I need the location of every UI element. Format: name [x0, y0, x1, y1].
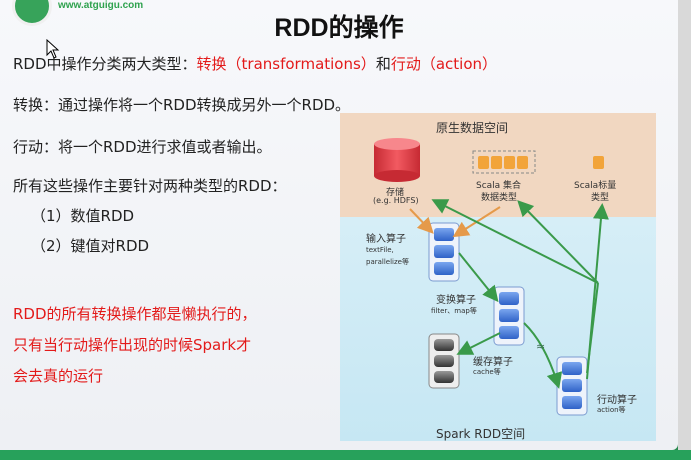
- action-op-box: [556, 356, 588, 416]
- arrow-to-storage: [431, 199, 599, 284]
- action-op-sub: action等: [597, 406, 626, 414]
- transform-op-label: 变换算子: [436, 295, 476, 306]
- line-transform-def: 转换：通过操作将一个RDD转换成另外一个RDD。: [13, 96, 351, 114]
- storage-sub: (e.g. HDFS): [373, 196, 419, 205]
- storage-db-icon: [374, 138, 420, 182]
- line1-prefix: RDD中操作分类两大类型：: [13, 55, 197, 73]
- arrow-storage-to-input: [409, 208, 434, 234]
- action-op-label: 行动算子: [597, 395, 637, 406]
- logo: [0, 0, 52, 26]
- arrow-transform-to-action: [523, 322, 563, 389]
- slide-title: RDD的操作: [274, 14, 404, 42]
- arrow-action-branch: [586, 282, 599, 374]
- transform-op-sub: filter、map等: [431, 307, 477, 315]
- cache-op-sub: cache等: [473, 368, 501, 376]
- note-lazy-3: 会去真的运行: [13, 367, 104, 385]
- slide: www.atguigu.com RDD的操作 RDD中操作分类两大类型：转换（t…: [0, 0, 678, 450]
- spark-space-title: Spark RDD空间: [436, 427, 526, 441]
- input-op-label: 输入算子: [366, 234, 406, 245]
- note-lazy-2: 只有当行动操作出现的时候Spark才: [13, 336, 252, 354]
- slide-right-edge: [678, 0, 691, 460]
- line-rdd-types: 所有这些操作主要针对两种类型的RDD：: [13, 177, 287, 195]
- line-operation-types: RDD中操作分类两大类型：转换（transformations）和行动（acti…: [13, 53, 497, 74]
- note-lazy-1: RDD的所有转换操作都是懒执行的，: [13, 305, 257, 323]
- scala-collection-icon: [472, 150, 536, 174]
- rdd-operation-diagram: 原生数据空间: [340, 113, 656, 441]
- arrow-to-collection: [517, 200, 599, 284]
- scala-set-sub: 数据类型: [481, 193, 518, 203]
- line1-action: 行动（action）: [390, 55, 498, 73]
- mouse-cursor-icon: [46, 39, 60, 59]
- approx-symbol: ≈: [536, 340, 546, 353]
- storage-label: 存储: [386, 188, 405, 198]
- arrow-transform-to-cache: [456, 332, 501, 355]
- scala-scalar-label: Scala标量: [574, 181, 617, 191]
- input-op-box: [428, 222, 460, 282]
- line1-mid: 和: [375, 55, 391, 73]
- cache-op-label: 缓存算子: [473, 357, 513, 368]
- transform-op-box: [493, 286, 525, 346]
- arrow-collection-to-input: [452, 206, 501, 238]
- item-keyvalue-rdd: （2）键值对RDD: [31, 237, 150, 255]
- line-action-def: 行动：将一个RDD进行求值或者输出。: [13, 138, 272, 156]
- logo-text: www.atguigu.com: [58, 0, 144, 11]
- line1-transform: 转换（transformations）: [196, 55, 376, 73]
- arrow-input-to-transform: [458, 252, 499, 303]
- scala-scalar-icon: [593, 156, 604, 169]
- item-numeric-rdd: （1）数值RDD: [31, 207, 135, 225]
- slide-bottom-edge: [0, 450, 691, 460]
- input-op-sub2: parallelize等: [366, 258, 409, 266]
- input-op-sub1: textFile,: [366, 246, 394, 254]
- scala-scalar-sub: 类型: [591, 193, 610, 203]
- diagram-graphics: [374, 138, 609, 416]
- native-space-title: 原生数据空间: [436, 121, 509, 135]
- scala-set-label: Scala 集合: [476, 181, 522, 191]
- cache-op-box: [428, 333, 460, 389]
